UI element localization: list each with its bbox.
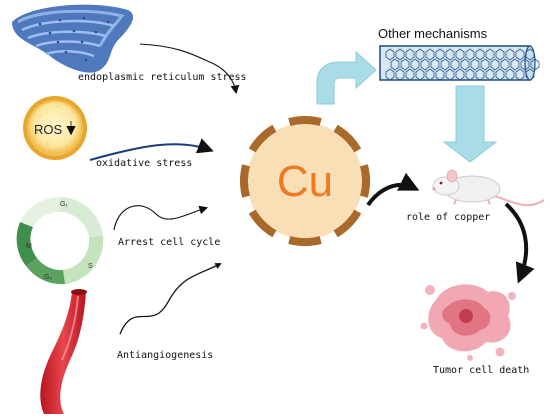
nanotube-cell [520, 58, 530, 71]
nanotube-cell [425, 68, 435, 81]
nanotube-cell [500, 58, 510, 71]
phase-m-label: M [26, 243, 32, 250]
copper-disc-tick [333, 124, 362, 153]
connector-arrow-to-mouse [366, 172, 420, 207]
nanotube-cell [455, 48, 465, 61]
nanotube-cell [525, 48, 535, 61]
nanotube-cell [475, 48, 485, 61]
nanotube-cell [415, 68, 425, 81]
connector-arrow-to-death [504, 202, 535, 284]
label-er-stress: endoplasmic reticulum stress [78, 72, 247, 83]
nanotube-cell [495, 48, 505, 61]
nanotube-cell [385, 48, 395, 61]
nanotube-cell [405, 68, 415, 81]
nanotube-cell [480, 58, 490, 71]
nanotube-cell [415, 48, 425, 61]
nanotube-cell [530, 58, 540, 71]
nanotube-cell [390, 58, 400, 71]
copper-disc-tick [288, 236, 322, 247]
label-arrest-cell-cycle: Arrest cell cycle [118, 237, 220, 248]
nanotube-cell [445, 68, 455, 81]
nanotube-cell [440, 58, 450, 71]
nanotube-cell [475, 68, 485, 81]
connector-arrow-cell-cycle [113, 205, 209, 231]
copper-disc-tick [288, 116, 322, 126]
copper-disc-tick [239, 164, 250, 198]
copper-disc-tick [248, 209, 277, 238]
mouse-icon [432, 169, 545, 207]
nanotube-cell [450, 58, 460, 71]
nanotube-icon [379, 45, 540, 81]
nanotube-cell [515, 48, 525, 61]
nanotube-cell [410, 58, 420, 71]
ros-label: ROS [34, 122, 63, 137]
nanotube-cell [435, 68, 445, 81]
endoplasmic-reticulum-icon [12, 4, 134, 73]
blood-vessel-icon [40, 289, 87, 414]
nanotube-cell [510, 58, 520, 71]
nanotube-cell [430, 58, 440, 71]
phase-g1-label: G₁ [60, 201, 68, 208]
nanotube-cell [525, 68, 535, 81]
label-tumor-cell-death: Tumor cell death [433, 365, 529, 376]
nanotube-cell [465, 48, 475, 61]
label-antiangiogenesis: Antiangiogenesis [117, 350, 213, 361]
nanotube-cell [455, 68, 465, 81]
nanotube-cell [485, 68, 495, 81]
label-other-mechanisms: Other mechanisms [378, 26, 488, 41]
label-role-of-copper: role of copper [406, 212, 490, 223]
arrow-down-from-mechanisms [442, 85, 498, 163]
phase-g2-label: G₂ [44, 274, 52, 281]
copper-disc-tick [360, 164, 370, 198]
nanotube-cell [505, 68, 515, 81]
nanotube-cell [495, 68, 505, 81]
ros-cell-icon: ROS [23, 96, 87, 160]
connector-arrow-oxidative [89, 138, 214, 161]
nanotube-cell [515, 68, 525, 81]
connector-arrow-er [139, 43, 240, 95]
copper-symbol: Cu [277, 157, 333, 206]
nanotube-cell [465, 68, 475, 81]
nanotube-cell [385, 68, 395, 81]
nanotube-cell [435, 48, 445, 61]
connector-arrow-angiogenesis [119, 263, 222, 335]
arrow-to-other-mechanisms [316, 50, 377, 105]
nanotube-cell [400, 58, 410, 71]
nanotube-cell [485, 48, 495, 61]
nanotube-cell [460, 58, 470, 71]
copper-disc-ticks [239, 116, 370, 247]
nanotube-cell [445, 48, 455, 61]
tumor-cell-icon [420, 284, 516, 361]
copper-disc-tick [248, 124, 277, 153]
nanotube-cell [490, 58, 500, 71]
nanotube-cell [395, 48, 405, 61]
copper-disc-tick [333, 209, 362, 238]
cell-cycle-icon: G₁ S G₂ M [16, 196, 104, 285]
nanotube-cell [420, 58, 430, 71]
nanotube-cell [425, 48, 435, 61]
nanotube-cell [470, 58, 480, 71]
nanotube-cell [395, 68, 405, 81]
copper-center-node: Cu [239, 116, 370, 247]
phase-s-label: S [88, 263, 93, 270]
nanotube-cell [505, 48, 515, 61]
label-oxidative-stress: oxidative stress [96, 158, 192, 169]
nanotube-cell [405, 48, 415, 61]
